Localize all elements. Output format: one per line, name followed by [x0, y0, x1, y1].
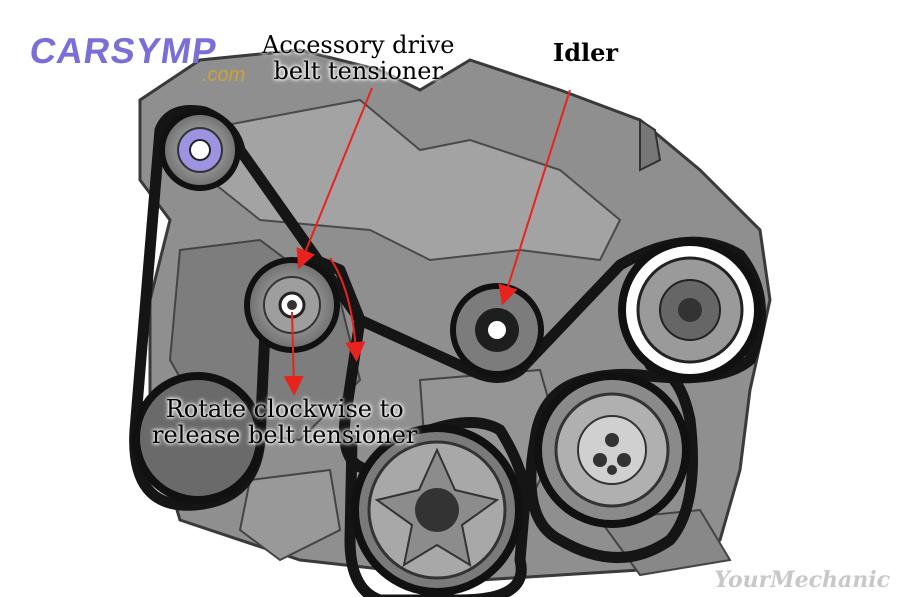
- right-upper-pulley: [618, 238, 762, 382]
- rotate-label-line1: Rotate clockwise to: [165, 395, 404, 423]
- rotate-instruction-label: Rotate clockwise to release belt tension…: [152, 396, 417, 448]
- rotate-label-line2: release belt tensioner: [152, 421, 418, 449]
- tensioner-label: Accessory drive belt tensioner: [262, 32, 454, 84]
- logo-suffix: .com: [202, 64, 246, 86]
- idler-pulley: [450, 283, 544, 377]
- top-left-pulley: [159, 109, 241, 191]
- idler-pointer-arrow: [498, 89, 571, 306]
- yourmechanic-watermark: YourMechanic: [714, 567, 890, 593]
- carsymp-logo: CARSYMP .com: [27, 30, 290, 90]
- tensioner-pulley: [244, 257, 340, 353]
- tensioner-pointer-arrow: [296, 87, 373, 270]
- left-lower-pulley: [132, 372, 264, 504]
- crankshaft-pulley: [351, 424, 523, 596]
- tensioner-label-line2: belt tensioner: [273, 57, 443, 85]
- rotation-direction-arrow: [329, 257, 366, 362]
- tensioner-label-line1: Accessory drive: [262, 31, 455, 59]
- release-pointer-arrow: [283, 311, 304, 396]
- water-pump-pulley: [534, 372, 690, 528]
- logo-wordmark: CARSYMP: [27, 30, 220, 71]
- annotation-arrows: [283, 87, 571, 396]
- idler-label: Idler: [553, 38, 619, 67]
